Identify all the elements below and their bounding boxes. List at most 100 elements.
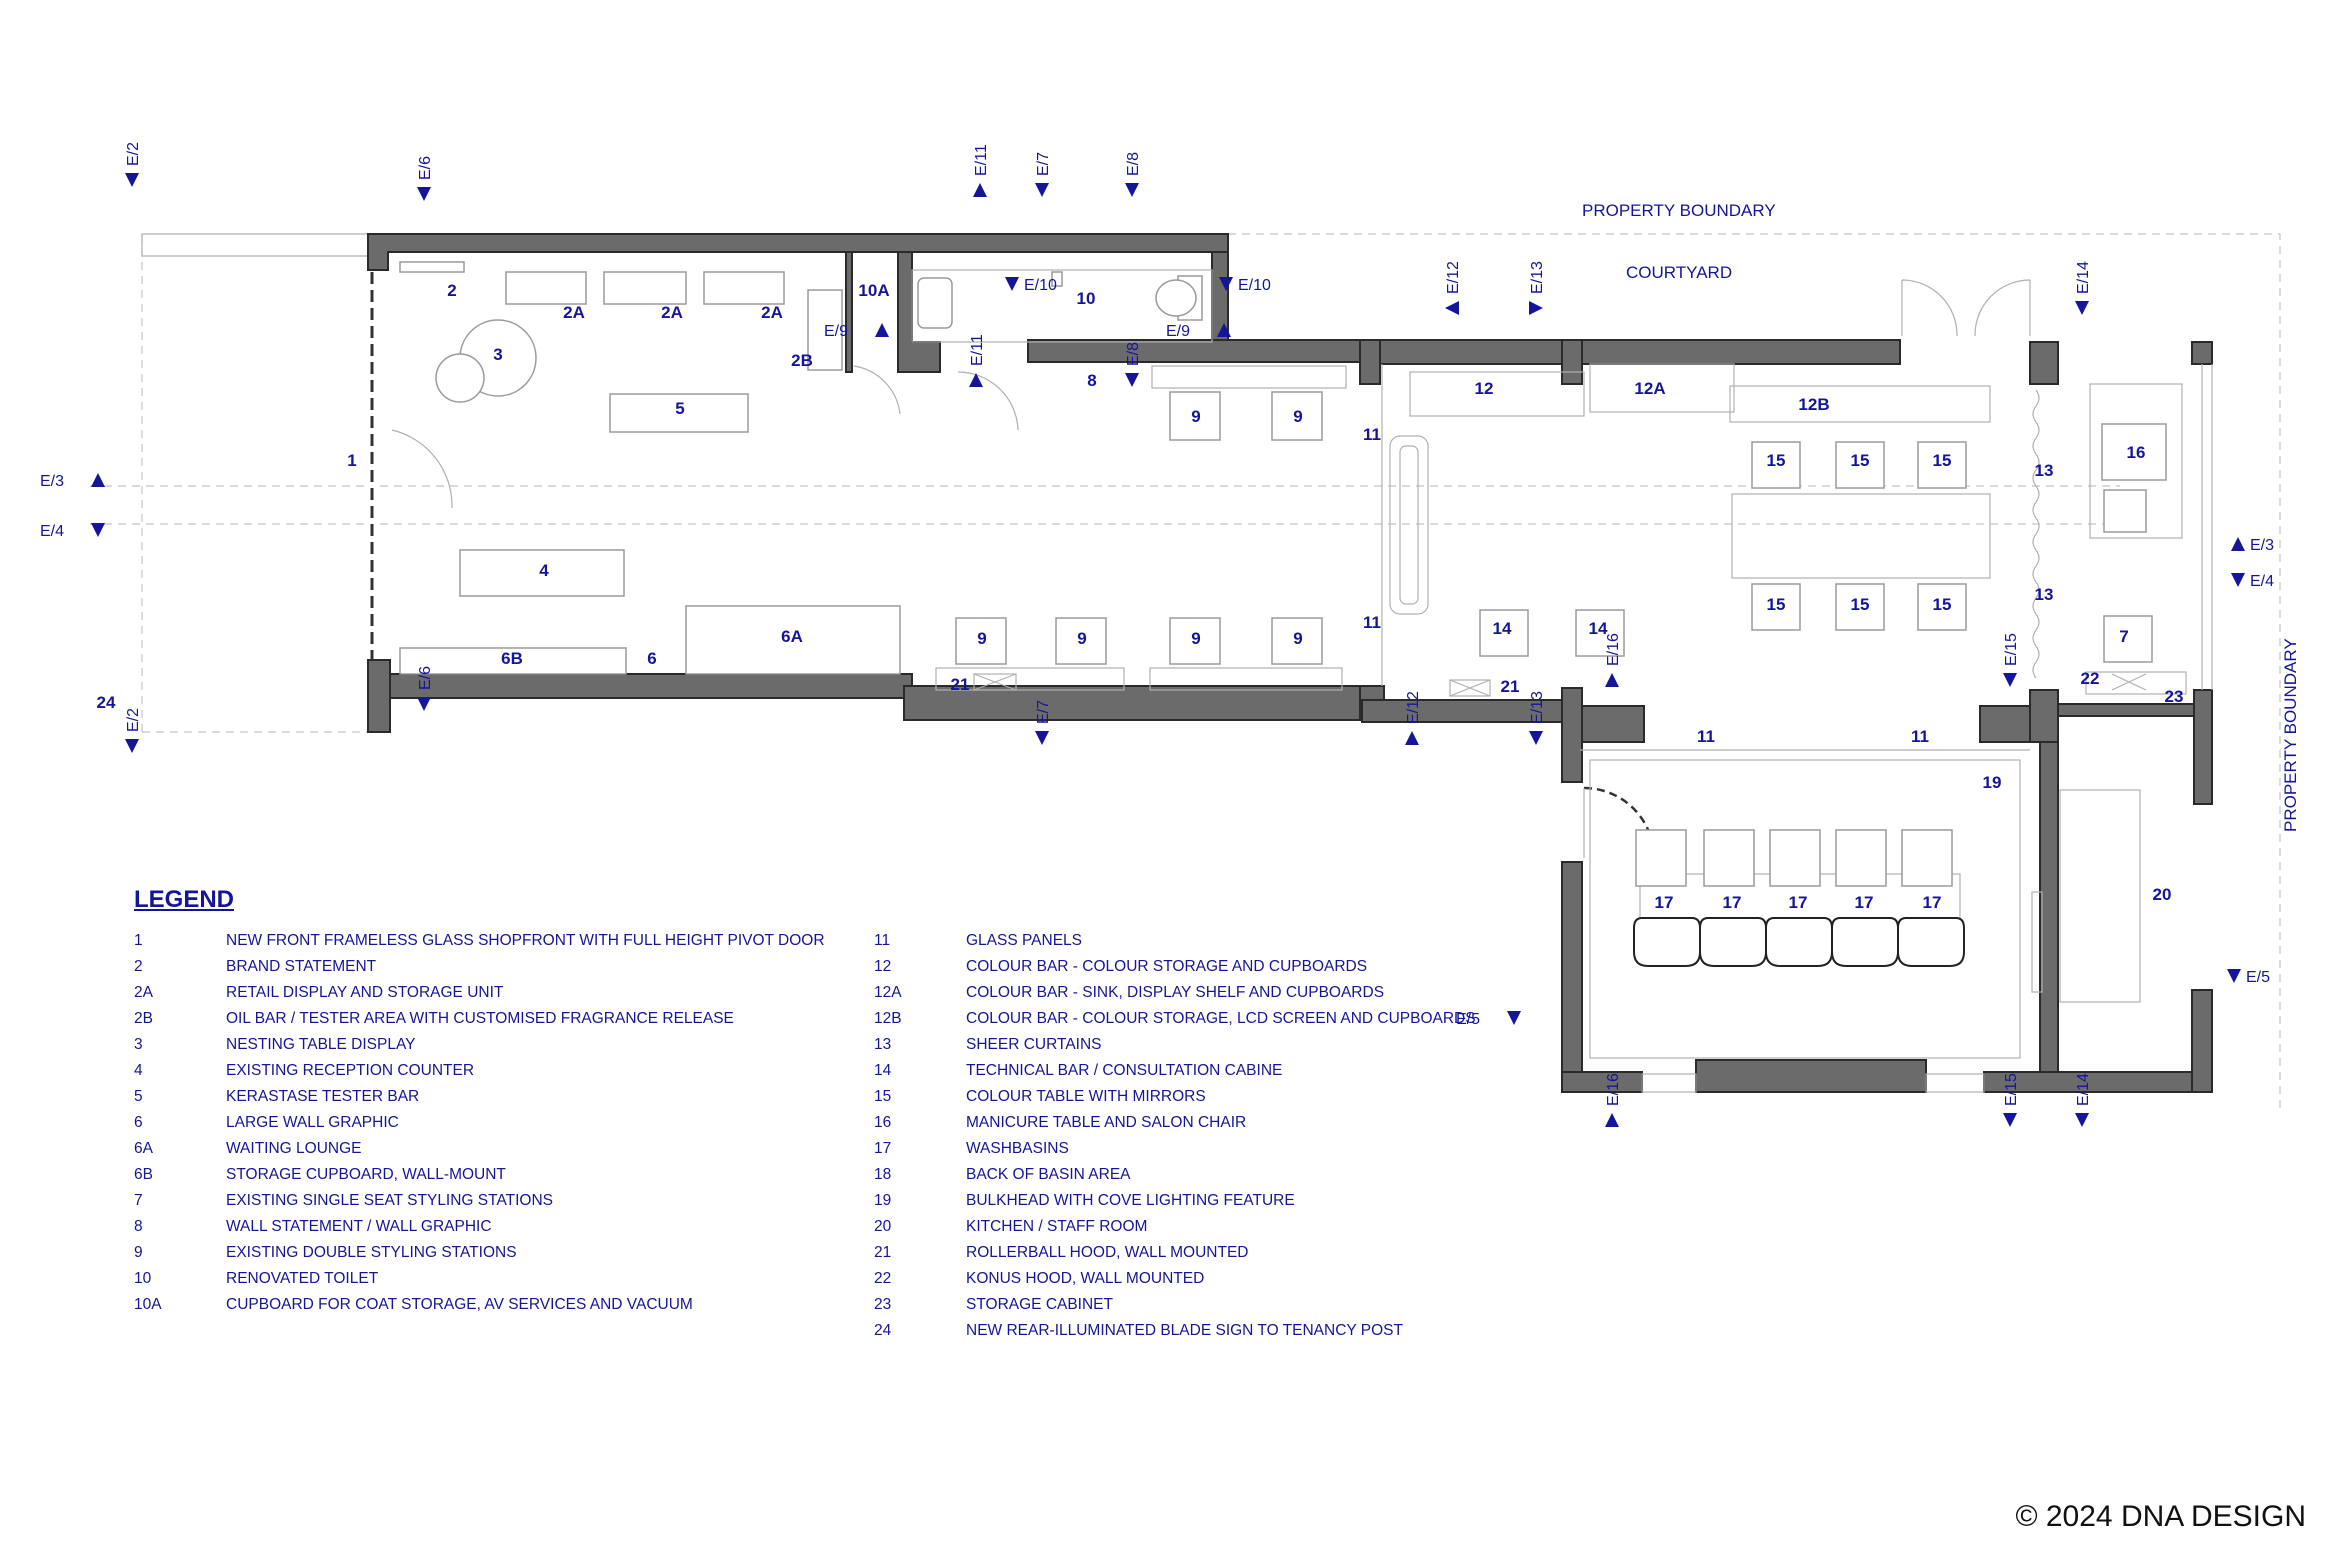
elevation-marker: E/7	[1035, 152, 1052, 197]
elevation-marker: E/10	[1005, 277, 1057, 294]
elevation-arrow-icon	[1605, 1113, 1619, 1127]
elevation-arrow-icon	[1445, 301, 1459, 315]
elevation-arrow-icon	[1507, 1011, 1521, 1025]
elevation-label: E/14	[2075, 1073, 2092, 1106]
legend-description: EXISTING RECEPTION COUNTER	[226, 1062, 475, 1079]
annotations: PROPERTY BOUNDARY COURTYARD PROPERTY BOU…	[1582, 201, 2300, 832]
legend-description: KERASTASE TESTER BAR	[226, 1088, 420, 1105]
elevation-arrow-icon	[2003, 1113, 2017, 1127]
room-label: 6A	[781, 627, 803, 646]
room-label: 9	[1191, 629, 1200, 648]
elevation-arrow-icon	[1217, 323, 1231, 337]
legend-code: 17	[874, 1140, 892, 1157]
wall-post-a	[2029, 341, 2059, 385]
wall-post-f	[2029, 689, 2059, 743]
room-label: 1	[347, 451, 356, 470]
legend-description: EXISTING SINGLE SEAT STYLING STATIONS	[226, 1192, 554, 1209]
wall-mid-top	[1027, 339, 1361, 363]
elevation-label: E/8	[1125, 342, 1142, 366]
elevation-arrow-icon	[91, 473, 105, 487]
wall-post-h	[2193, 689, 2213, 805]
room-label: 22	[2081, 669, 2100, 688]
room-label: 17	[1923, 893, 1942, 912]
elevation-arrow-icon	[1529, 301, 1543, 315]
elevation-marker: E/9	[1166, 323, 1231, 340]
elevation-arrow-icon	[875, 323, 889, 337]
elevation-marker: E/6	[417, 156, 434, 201]
courtyard-label: COURTYARD	[1626, 263, 1732, 282]
legend-code: 2B	[134, 1010, 153, 1027]
legend-code: 14	[874, 1062, 892, 1079]
elevation-marker: E/9	[824, 323, 889, 340]
wall-courtyard-2	[1561, 339, 1583, 385]
elevation-label: E/13	[1529, 691, 1546, 724]
room-label: 2B	[791, 351, 813, 370]
elevation-label: E/14	[2075, 261, 2092, 294]
elevation-marker: E/16	[1605, 633, 1622, 687]
elevation-marker: E/2	[125, 142, 142, 187]
legend-code: 10A	[134, 1296, 162, 1313]
legend-description: NEW FRONT FRAMELESS GLASS SHOPFRONT WITH…	[226, 932, 825, 949]
elevation-marker: E/11	[969, 334, 986, 387]
legend-description: RENOVATED TOILET	[226, 1270, 379, 1287]
legend-code: 6B	[134, 1166, 153, 1183]
elevation-label: E/11	[969, 334, 986, 366]
wall-post-b	[2191, 341, 2213, 365]
elevation-marker: E/3	[2231, 537, 2274, 554]
elevation-label: E/3	[40, 473, 64, 490]
elevation-label: E/4	[40, 523, 64, 540]
legend-code: 5	[134, 1088, 143, 1105]
legend-code: 1	[134, 932, 143, 949]
legend-code: 20	[874, 1218, 892, 1235]
elevation-label: E/10	[1238, 277, 1271, 294]
elevation-arrow-icon	[1035, 731, 1049, 745]
legend-code: 2A	[134, 984, 153, 1001]
elevation-marker: E/12	[1445, 261, 1462, 315]
furniture	[399, 261, 2187, 1093]
room-label: 15	[1933, 595, 1952, 614]
elevation-arrow-icon	[1219, 277, 1233, 291]
room-label: 9	[1077, 629, 1086, 648]
room-label: 17	[1723, 893, 1742, 912]
room-label: 15	[1851, 595, 1870, 614]
wall-right-lower	[2191, 989, 2213, 1093]
wall-post-d	[1581, 705, 1645, 743]
room-label: 2A	[761, 303, 783, 322]
legend-code: 12	[874, 958, 892, 975]
legend-description: WALL STATEMENT / WALL GRAPHIC	[226, 1218, 492, 1235]
property-boundary-top-label: PROPERTY BOUNDARY	[1582, 201, 1776, 220]
room-label: 10A	[858, 281, 889, 300]
elevation-arrow-icon	[1035, 183, 1049, 197]
wall-basin-bottom-1	[1561, 1071, 1643, 1093]
legend-description: BRAND STATEMENT	[226, 958, 377, 975]
legend-code: 8	[134, 1218, 143, 1235]
room-label: 21	[1501, 677, 1520, 696]
elevation-label: E/13	[1529, 261, 1546, 294]
elevation-arrow-icon	[417, 187, 431, 201]
elevation-label: E/2	[125, 142, 142, 166]
room-label: 10	[1077, 289, 1096, 308]
room-label: 14	[1493, 619, 1512, 638]
legend-code: 12B	[874, 1010, 902, 1027]
elevation-marker: E/2	[125, 708, 142, 753]
legend-description: NEW REAR-ILLUMINATED BLADE SIGN TO TENAN…	[966, 1322, 1403, 1339]
elevation-marker: E/3	[40, 473, 105, 490]
legend-code: 15	[874, 1088, 892, 1105]
room-label: 24	[97, 693, 116, 712]
elevation-arrow-icon	[2227, 969, 2241, 983]
elevation-marker: E/16	[1605, 1073, 1622, 1127]
legend-description: MANICURE TABLE AND SALON CHAIR	[966, 1114, 1247, 1131]
legend-description: BACK OF BASIN AREA	[966, 1166, 1131, 1183]
legend-description: NESTING TABLE DISPLAY	[226, 1036, 416, 1053]
elevation-label: E/16	[1605, 1073, 1622, 1106]
room-label: 3	[493, 345, 502, 364]
legend-description: COLOUR BAR - COLOUR STORAGE AND CUPBOARD…	[966, 958, 1368, 975]
room-label: 15	[1767, 595, 1786, 614]
elevation-marker: E/13	[1529, 261, 1546, 315]
legend-code: 2	[134, 958, 143, 975]
legend-description: OIL BAR / TESTER AREA WITH CUSTOMISED FR…	[226, 1010, 734, 1027]
elevation-marker: E/12	[1405, 691, 1422, 745]
